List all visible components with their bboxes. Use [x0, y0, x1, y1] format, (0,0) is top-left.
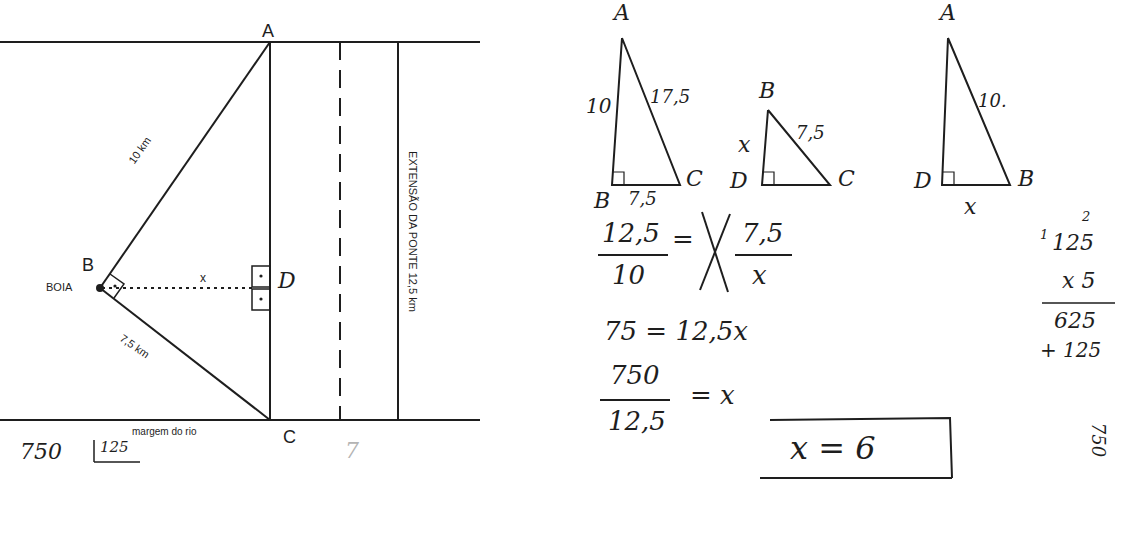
- variable: x: [964, 196, 976, 218]
- equation-term: 750: [610, 362, 660, 388]
- equation-term: 7,5: [742, 220, 783, 246]
- point-letter: A: [262, 22, 274, 40]
- point-letter: D: [730, 170, 748, 192]
- equation-term: = x: [690, 382, 735, 408]
- equation-term: 12,5: [608, 408, 666, 434]
- dimension: 7,5 km: [118, 332, 151, 360]
- side-length: 7,5: [796, 124, 825, 142]
- equation-term: 12,5: [602, 220, 660, 246]
- side-length: 17,5: [650, 88, 690, 106]
- carry-digit: 2: [1082, 210, 1090, 223]
- side-length: 7,5: [628, 190, 657, 208]
- bridge-length: EXTENSÃO DA PONTE 12,5 km: [407, 151, 418, 312]
- point-letter: D: [914, 170, 932, 192]
- faint-mark: 7: [345, 440, 359, 462]
- variable: x: [200, 272, 206, 284]
- point-letter: B: [82, 256, 94, 274]
- division-number: 125: [100, 440, 129, 455]
- point-letter: A: [614, 2, 630, 24]
- carry-digit: 1: [1040, 228, 1048, 241]
- calculation: + 125: [1040, 340, 1101, 360]
- equation-line: 75 = 12,5x: [604, 318, 748, 344]
- calculation: 125: [1052, 232, 1094, 254]
- point-letter: B: [594, 190, 610, 212]
- calculation: x 5: [1062, 270, 1095, 292]
- result: x = 6: [790, 432, 876, 464]
- point-letter: C: [838, 168, 855, 190]
- buoy-label: BOIA: [46, 282, 72, 293]
- side-length: 10: [586, 96, 611, 116]
- equation-term: x: [752, 262, 767, 288]
- side-length: 10.: [978, 92, 1007, 110]
- equation-term: 10: [612, 262, 645, 288]
- point-letter: B: [1018, 168, 1034, 190]
- calculation: 625: [1054, 310, 1096, 332]
- point-letter: D: [278, 270, 296, 292]
- river-bank-label: margem do rio: [132, 427, 196, 437]
- point-letter: A: [940, 2, 956, 24]
- dimension: 10 km: [127, 135, 153, 166]
- equation-symbol: =: [672, 226, 694, 252]
- variable: x: [738, 134, 750, 156]
- point-letter: C: [283, 428, 296, 446]
- point-letter: B: [759, 80, 775, 102]
- calculation: 750: [1089, 423, 1107, 457]
- division-number: 750: [20, 441, 62, 463]
- point-letter: C: [686, 168, 703, 190]
